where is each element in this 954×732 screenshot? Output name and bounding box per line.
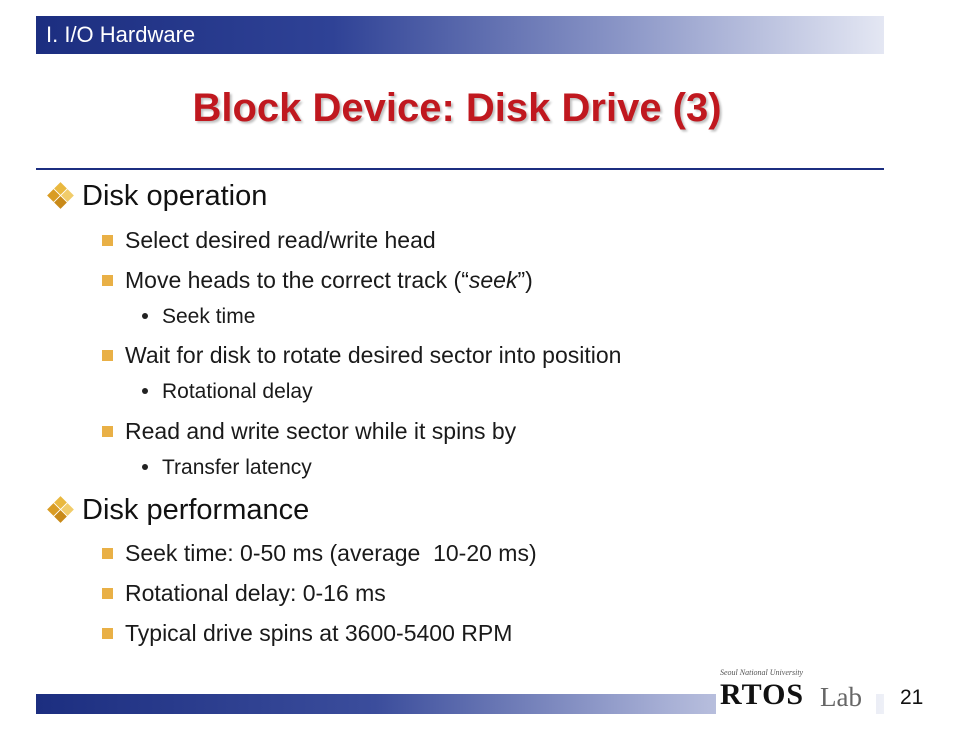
- dot-bullet-icon: [142, 313, 148, 319]
- bullet-select-head: Select desired read/write head: [102, 227, 436, 254]
- dot-bullet-icon: [142, 388, 148, 394]
- footer-bar: [36, 694, 884, 714]
- bullet-text: Move heads to the correct track (“: [125, 267, 469, 293]
- bullet-move-heads: Move heads to the correct track (“seek”): [102, 267, 533, 294]
- bullet-text: Transfer latency: [162, 456, 312, 479]
- square-bullet-icon: [102, 426, 113, 437]
- bullet-text: Disk performance: [82, 494, 310, 526]
- bullet-read-write: Read and write sector while it spins by: [102, 418, 516, 445]
- bullet-transfer-latency: Transfer latency: [142, 456, 312, 480]
- diamond-bullet-icon: [47, 182, 74, 209]
- bullet-text: Wait for disk to rotate desired sector i…: [125, 342, 622, 368]
- square-bullet-icon: [102, 350, 113, 361]
- bullet-seek-time: Seek time: [142, 305, 255, 329]
- rtos-lab-logo: Seoul National University RTOS Lab: [716, 668, 876, 718]
- bullet-wait-rotate: Wait for disk to rotate desired sector i…: [102, 342, 621, 369]
- section-header-bar: I. I/O Hardware: [36, 16, 884, 54]
- bullet-text: Seek time: 0-50 ms (average 10-20 ms): [125, 540, 537, 566]
- square-bullet-icon: [102, 548, 113, 559]
- bullet-seek-range: Seek time: 0-50 ms (average 10-20 ms): [102, 540, 537, 567]
- diamond-bullet-icon: [47, 496, 74, 523]
- bullet-text: Rotational delay: 0-16 ms: [125, 580, 386, 606]
- bullet-text: Select desired read/write head: [125, 227, 436, 253]
- logo-lab-text: Lab: [820, 682, 862, 712]
- slide-title: Block Device: Disk Drive (3): [192, 86, 722, 130]
- bullet-text: Disk operation: [82, 180, 268, 212]
- bullet-disk-performance: Disk performance: [47, 494, 310, 527]
- bullet-disk-operation: Disk operation: [47, 180, 268, 213]
- square-bullet-icon: [102, 275, 113, 286]
- bullet-text: Read and write sector while it spins by: [125, 418, 517, 444]
- bullet-rotational-range: Rotational delay: 0-16 ms: [102, 580, 386, 607]
- bullet-text: Rotational delay: [162, 380, 313, 403]
- bullet-text: Typical drive spins at 3600-5400 RPM: [125, 620, 513, 646]
- bullet-text: Seek time: [162, 305, 256, 328]
- bullet-text-italic: seek: [468, 267, 518, 293]
- bullet-text: ”): [517, 267, 533, 293]
- page-number: 21: [900, 686, 924, 709]
- logo-caption: Seoul National University: [720, 668, 804, 677]
- square-bullet-icon: [102, 628, 113, 639]
- section-title: I. I/O Hardware: [46, 22, 196, 47]
- bullet-rotational-delay: Rotational delay: [142, 380, 313, 404]
- bullet-typical-rpm: Typical drive spins at 3600-5400 RPM: [102, 620, 512, 647]
- dot-bullet-icon: [142, 464, 148, 470]
- square-bullet-icon: [102, 235, 113, 246]
- title-divider: [36, 168, 884, 170]
- square-bullet-icon: [102, 588, 113, 599]
- logo-rtos-text: RTOS: [720, 678, 805, 711]
